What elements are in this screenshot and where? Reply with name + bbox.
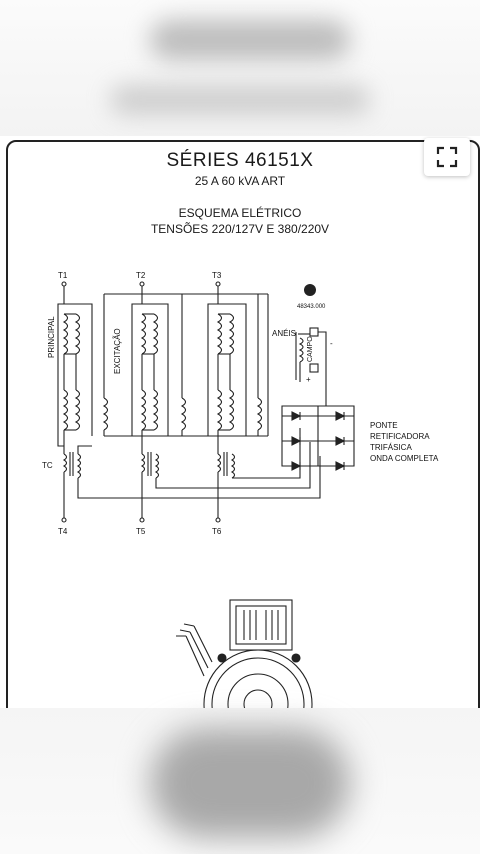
label-plus: + — [306, 375, 311, 384]
label-trifasica: TRIFÁSICA — [370, 443, 412, 452]
terminal-t3: T3 — [212, 271, 222, 280]
label-aneis: ANÉIS — [272, 329, 296, 338]
terminal-t6: T6 — [212, 527, 222, 536]
image-viewer[interactable]: SÉRIES 46151X 25 A 60 kVA ART ESQUEMA EL… — [0, 136, 480, 708]
terminal-t5: T5 — [136, 527, 146, 536]
terminal-t1: T1 — [58, 271, 68, 280]
schematic-sheet — [6, 140, 480, 708]
document-title: SÉRIES 46151X — [166, 150, 314, 171]
label-principal: PRINCIPAL — [47, 316, 56, 358]
expand-button[interactable] — [424, 138, 470, 176]
expand-icon — [436, 146, 458, 168]
document-subtitle: 25 A 60 kVA ART — [194, 174, 286, 188]
label-excitacao: EXCITAÇÃO — [113, 328, 122, 374]
blurred-shape — [150, 20, 350, 60]
electrical-schematic: T1 T2 T3 T4 T5 T6 PRINCIPAL EXCITAÇÃO TC… — [42, 271, 439, 708]
voltage-heading: TENSÕES 220/127V E 380/220V — [150, 222, 330, 236]
schematic-heading: ESQUEMA ELÉTRICO — [178, 206, 302, 220]
label-ponte: PONTE — [370, 421, 398, 430]
blurred-background-top — [0, 0, 480, 136]
blurred-shape — [150, 728, 350, 838]
label-minus: - — [330, 339, 333, 348]
blurred-background-bottom — [0, 708, 480, 854]
terminal-t4: T4 — [58, 527, 68, 536]
label-tc: TC — [42, 461, 53, 470]
label-part-number: 48343.000 — [297, 304, 326, 310]
label-retificadora: RETIFICADORA — [370, 432, 430, 441]
label-onda-completa: ONDA COMPLETA — [370, 454, 439, 463]
label-campo: CAMPO — [307, 336, 314, 362]
blurred-shape — [110, 85, 370, 115]
terminal-t2: T2 — [136, 271, 146, 280]
